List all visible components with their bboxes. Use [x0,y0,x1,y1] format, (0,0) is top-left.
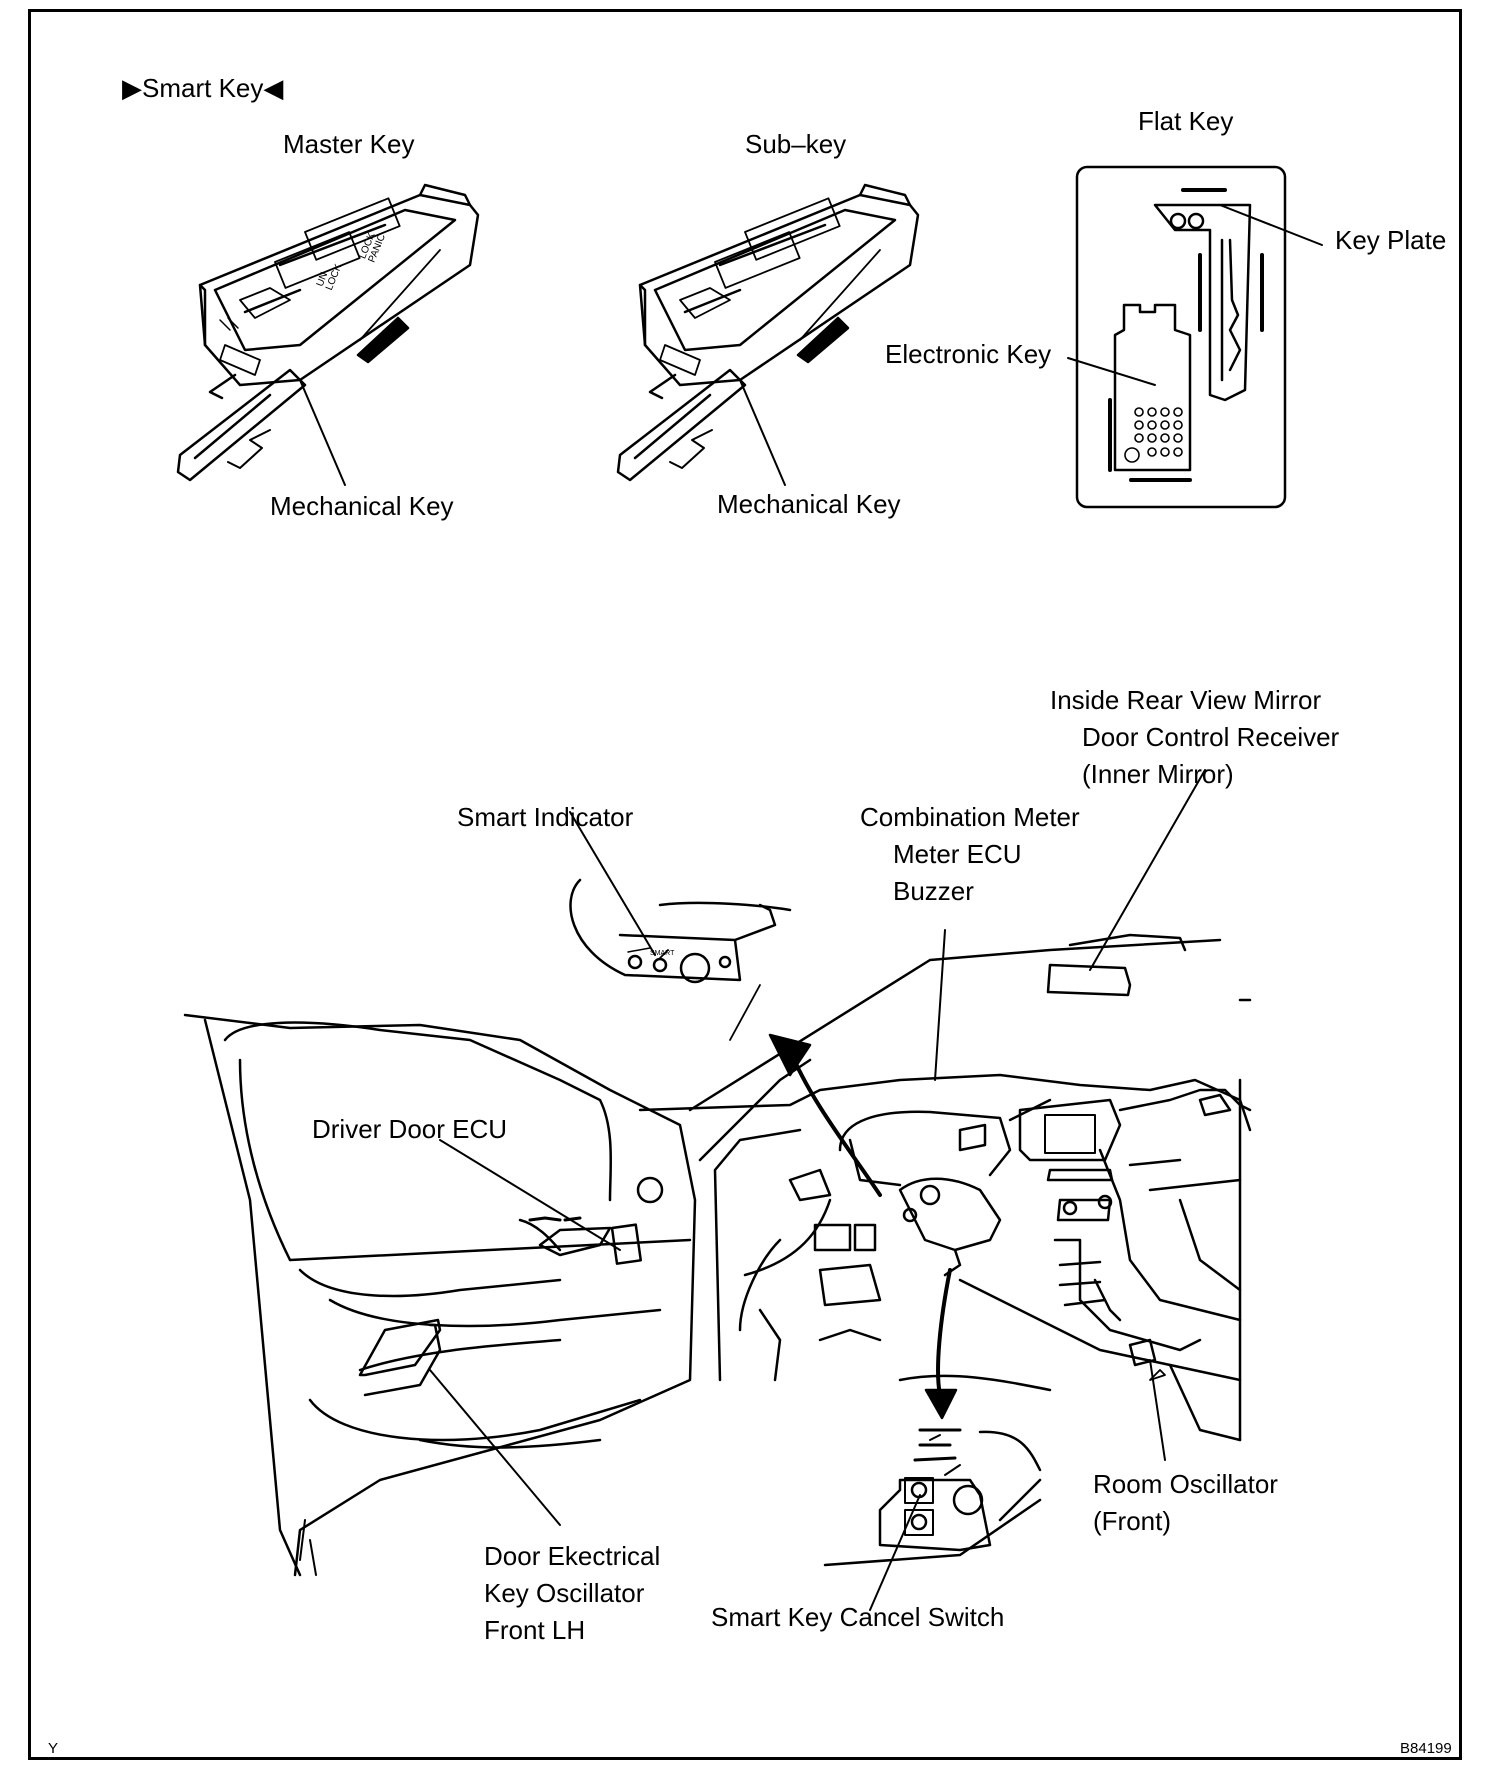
room-oscillator-line-1: Room Oscillator [1093,1469,1278,1499]
master-key-title: Master Key [283,129,415,159]
inside-mirror-illustration [1046,769,1206,997]
heading-marker-left: ▶ [122,73,142,103]
inside-mirror-line-3: (Inner Mirror) [1082,759,1234,789]
heading-marker-right: ◀ [263,73,284,103]
cancel-switch-inset [823,1428,1042,1611]
diagram-frame [28,9,1462,1760]
door-oscillator-line-3: Front LH [484,1615,586,1645]
master-key-illustration [176,183,480,486]
footer-left-code: Y [48,1740,59,1757]
cancel-switch-label: Smart Key Cancel Switch [711,1602,1005,1632]
sub-key-illustration [616,183,920,486]
smart-key-heading: ▶Smart Key◀ [122,70,283,107]
heading-text: Smart Key [142,73,264,103]
combination-meter-line-1: Combination Meter [860,802,1080,832]
smart-indicator-inset [569,811,792,984]
footer-figure-code: B84199 [1400,1740,1452,1757]
flat-key-title: Flat Key [1138,106,1234,136]
inside-mirror-line-1: Inside Rear View Mirror [1050,685,1322,715]
door-oscillator-line-1: Door Ekectrical [484,1541,661,1571]
room-oscillator-leader [1149,1359,1166,1461]
driver-door-ecu-label: Driver Door ECU [312,1114,508,1144]
driver-door-illustration [183,1013,697,1577]
door-oscillator-line-2: Key Oscillator [484,1578,645,1608]
flat-key-illustration [1067,165,1323,509]
dashboard-illustration [638,929,1252,1442]
key-plate-label: Key Plate [1335,225,1447,255]
master-mechanical-key-label: Mechanical Key [270,491,454,521]
location-arrows [768,1033,958,1420]
inside-mirror-line-2: Door Control Receiver [1082,722,1340,752]
combination-meter-line-2: Meter ECU [893,839,1022,869]
sub-key-title: Sub–key [745,129,847,159]
smart-indicator-label: Smart Indicator [457,802,634,832]
electronic-key-label: Electronic Key [885,339,1052,369]
sub-mechanical-key-label: Mechanical Key [717,489,901,519]
room-oscillator-line-2: (Front) [1093,1506,1171,1536]
indicator-smart-tag: SMART [650,950,675,957]
combination-meter-line-3: Buzzer [893,876,974,906]
